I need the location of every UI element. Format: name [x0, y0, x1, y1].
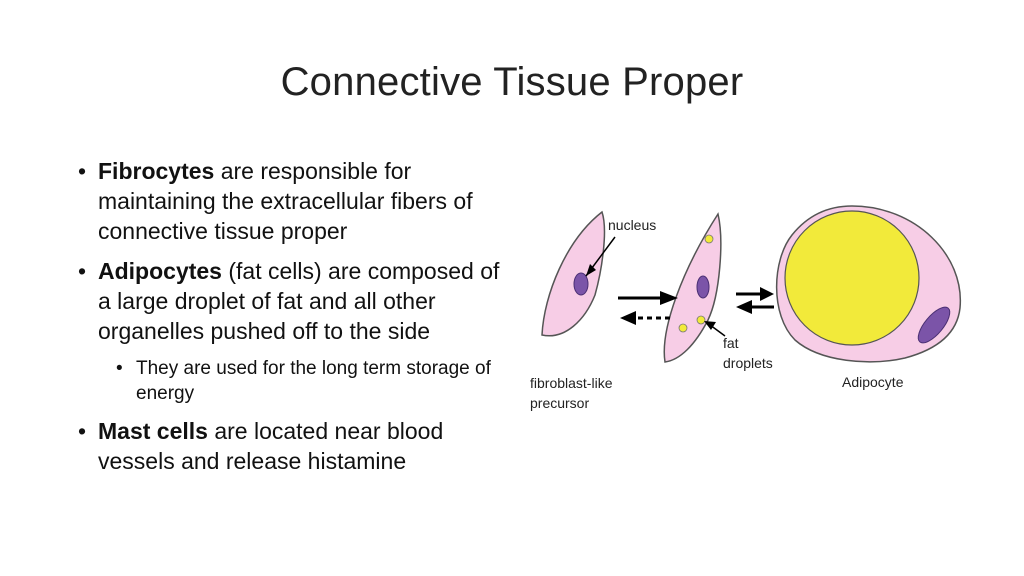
reverse-arrowhead-1: [620, 311, 636, 325]
fat-droplets-arrowhead: [704, 321, 716, 330]
adipocyte-differentiation-diagram: nucleus fat droplets fibroblast-like pre…: [530, 205, 961, 411]
bullet-text: (fat cells) are composed of a large drop…: [98, 258, 500, 344]
fat-droplet-low: [678, 323, 688, 333]
precursor-nucleus: [573, 272, 589, 296]
bullet-adipocytes: Adipocytes (fat cells) are composed of a…: [76, 256, 506, 346]
fat-droplet-top: [704, 234, 714, 244]
adipocyte-label: Adipocyte: [842, 374, 904, 390]
bullet-term: Adipocytes: [98, 258, 222, 284]
bullet-text: are responsible for maintaining the extr…: [98, 158, 473, 244]
sub-bullet-energy-storage: They are used for the long term storage …: [114, 356, 506, 406]
nucleus-arrowhead: [586, 264, 596, 276]
precursor-cell: [541, 210, 606, 337]
intermediate-nucleus: [696, 275, 710, 299]
bullet-term: Mast cells: [98, 418, 208, 444]
nucleus-label: nucleus: [608, 217, 656, 233]
forward-arrowhead-2: [760, 287, 774, 301]
bullet-fibrocytes: Fibrocytes are responsible for maintaini…: [76, 156, 506, 246]
fat-droplet-mid: [696, 315, 706, 325]
fat-droplet-large: [784, 210, 920, 346]
fat-label: fat: [723, 335, 739, 351]
forward-arrowhead-1: [660, 291, 678, 305]
droplets-label: droplets: [723, 355, 773, 371]
adipocyte-nucleus: [917, 306, 951, 344]
precursor-label-line1: fibroblast-like: [530, 375, 613, 391]
precursor-label-line2: precursor: [530, 395, 589, 411]
bullet-mast-cells: Mast cells are located near blood vessel…: [76, 416, 506, 476]
reverse-arrowhead-2: [736, 300, 752, 314]
bullet-term: Fibrocytes: [98, 158, 215, 184]
bullet-text: are located near blood vessels and relea…: [98, 418, 444, 474]
slide-title: Connective Tissue Proper: [280, 60, 744, 104]
bullet-list: Fibrocytes are responsible for maintaini…: [76, 156, 506, 486]
intermediate-cell: [663, 212, 722, 363]
